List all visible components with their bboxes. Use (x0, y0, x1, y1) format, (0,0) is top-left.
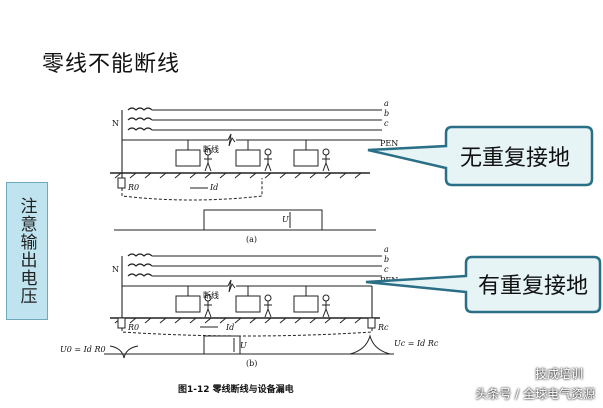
u-label-a: U (282, 215, 289, 224)
line-label-pen: PEN (380, 139, 398, 148)
line-label-a: a (384, 99, 389, 108)
supply-lines-a (121, 109, 382, 182)
callout-b-text: 有重复接地 (478, 274, 588, 299)
line-label-n: N (112, 119, 119, 128)
line-label-b-c: c (384, 265, 389, 274)
break-mark-b (227, 279, 236, 293)
line-label-b-n: N (112, 265, 119, 274)
persons-b (204, 294, 330, 318)
callout-a-text: 无重复接地 (460, 146, 570, 171)
watermark-bottom: 头条号 / 全球电气资源 (475, 387, 595, 401)
line-label-b-b: b (384, 255, 389, 264)
u-label-b: U (240, 341, 247, 350)
equipment-b (175, 286, 319, 313)
u0-equation: U0 = Id R0 (60, 345, 106, 354)
r0-label-a: R0 (127, 183, 139, 192)
break-mark-a (227, 133, 236, 147)
break-label-a: 断线 (203, 144, 219, 154)
watermark-top: 技成培训 (534, 367, 583, 381)
id-label-a: Id (209, 183, 218, 192)
break-label-b: 断线 (203, 290, 219, 300)
side-label: 注意输出电压 (16, 197, 37, 305)
rc-label-b: Rc (377, 323, 389, 332)
ground-b (110, 317, 380, 337)
voltage-plot-a (114, 209, 376, 231)
side-label-box: 注意输出电压 (6, 182, 48, 320)
panel-label-b: (b) (246, 359, 257, 368)
r0-label-b: R0 (127, 323, 139, 332)
ground-a (110, 172, 370, 201)
callout-a: 无重复接地 (367, 125, 594, 187)
transformer-coils-b (127, 253, 153, 277)
diagram-a: a b c PEN N 断线 R0 Id (110, 99, 398, 244)
diagram-b: a b c PEN N 断线 R0 Rc Id (60, 245, 439, 395)
line-label-c: c (384, 119, 389, 128)
line-label-b-a: a (384, 245, 389, 254)
page-title: 零线不能断线 (42, 52, 181, 77)
panel-label-a: (a) (246, 235, 257, 244)
supply-lines-b (121, 255, 382, 318)
equipment-a (175, 140, 319, 167)
line-label-b: b (384, 109, 389, 118)
transformer-coils-a (127, 107, 153, 131)
uc-equation: Uc = Id Rc (394, 339, 439, 348)
callout-b: 有重复接地 (365, 255, 602, 314)
persons-a (204, 148, 330, 172)
id-label-b: Id (225, 323, 234, 332)
figure-caption: 图1-12 零线断线与设备漏电 (178, 383, 294, 395)
voltage-plot-b (104, 334, 394, 359)
